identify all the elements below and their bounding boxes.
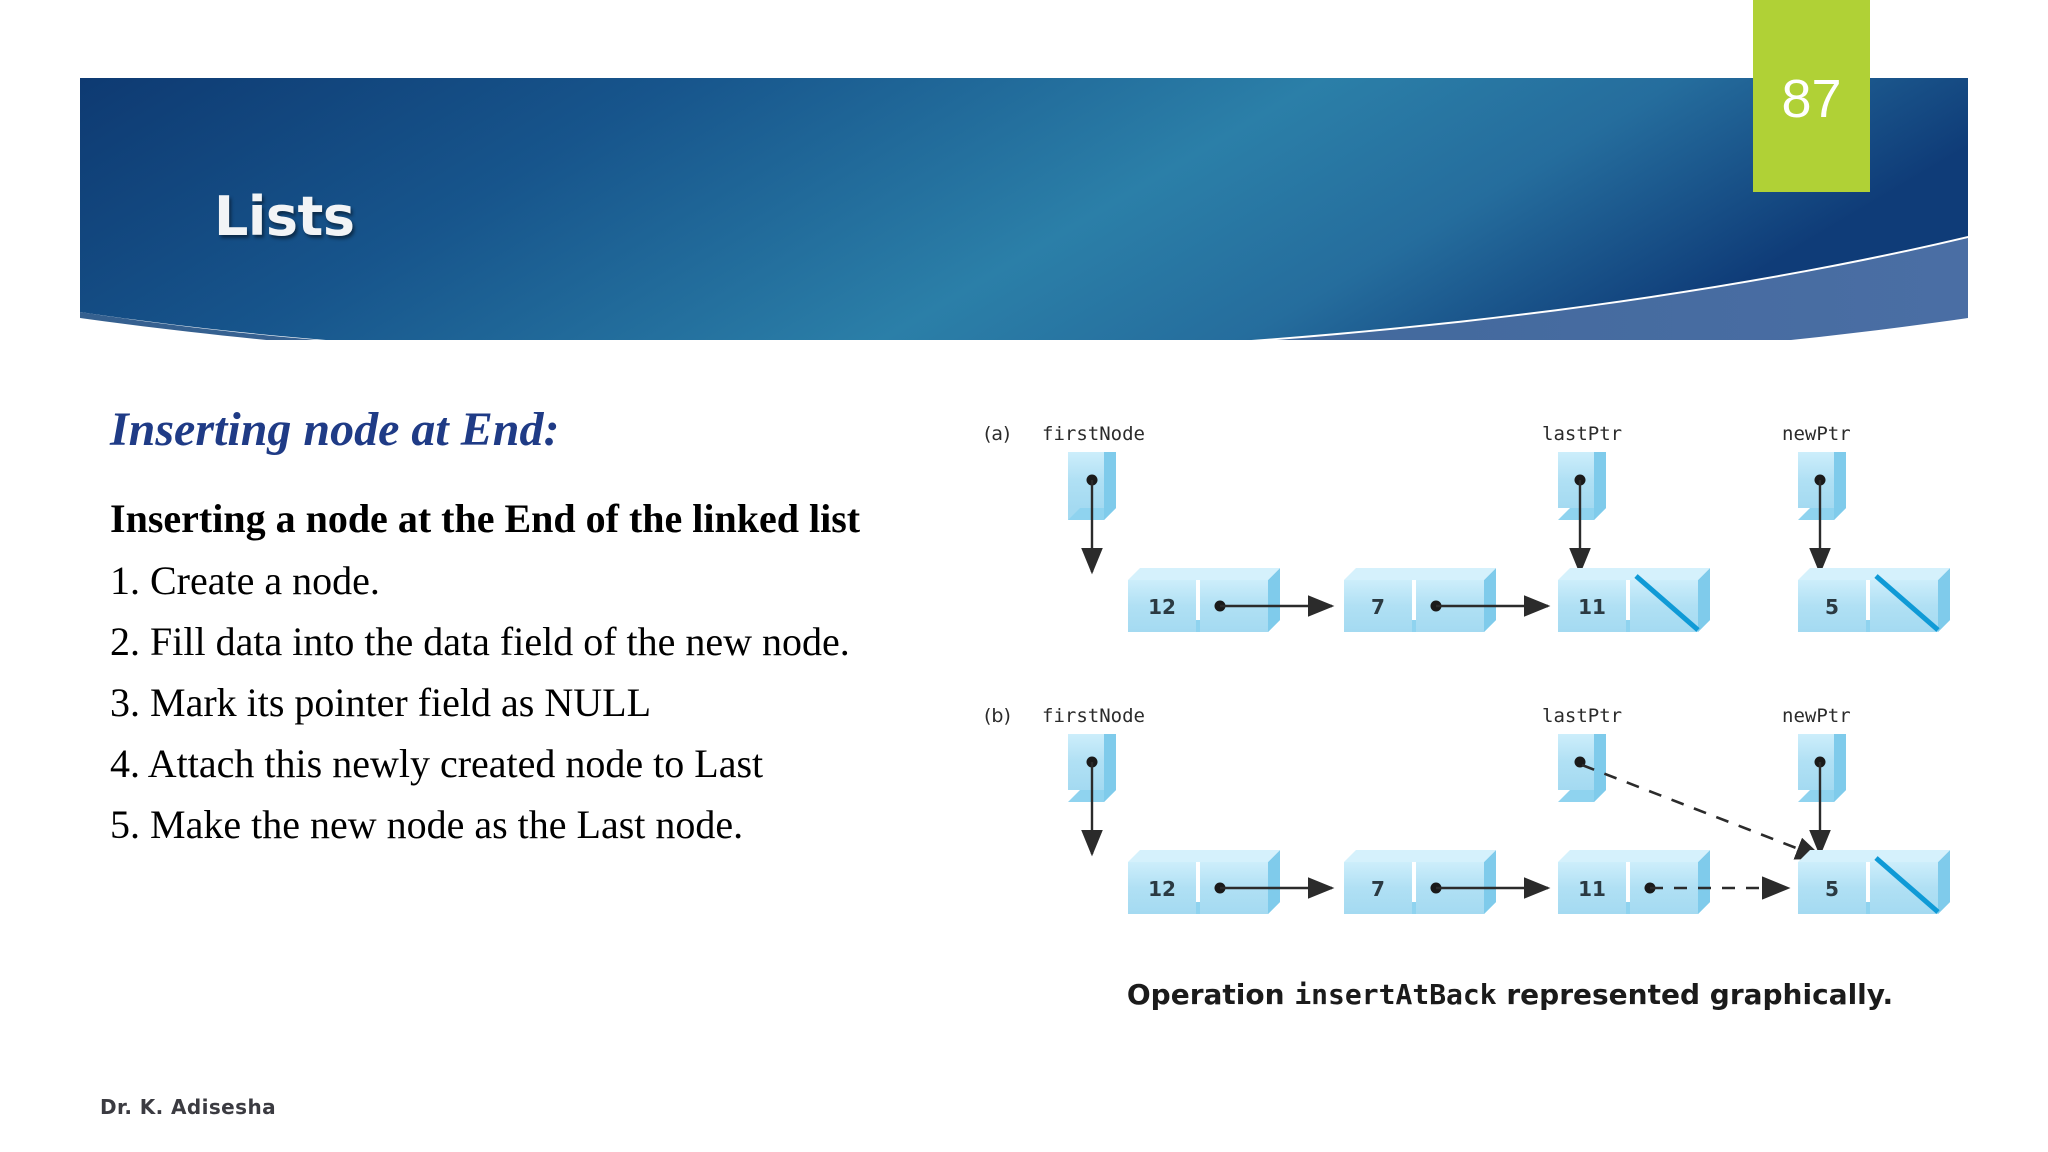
node-value-5-a: 5 bbox=[1825, 595, 1839, 619]
caption-prefix: Operation bbox=[1126, 978, 1295, 1011]
banner-shape bbox=[80, 78, 1968, 340]
pointer-box-lastptr-a bbox=[1558, 452, 1606, 520]
banner-body bbox=[80, 78, 1968, 340]
pointer-arrow-lastptr-b bbox=[1581, 763, 1825, 860]
pointer-label-firstnode-a: firstNode bbox=[1042, 423, 1145, 445]
node-12-b: 12 bbox=[1128, 850, 1280, 914]
node-12-a: 12 bbox=[1128, 568, 1280, 632]
node-7-b: 7 bbox=[1344, 850, 1496, 914]
node-7-a: 7 bbox=[1344, 568, 1496, 632]
pointer-box-lastptr-b bbox=[1558, 734, 1606, 802]
figure-panel-a: (a) firstNode lastPtr newPtr bbox=[984, 423, 1950, 632]
node-value-12-b: 12 bbox=[1148, 877, 1176, 901]
slide-number-text: 87 bbox=[1781, 69, 1842, 129]
null-slash-icon-5-b bbox=[1874, 856, 1940, 914]
figure-caption: Operation insertAtBack represented graph… bbox=[980, 978, 2040, 1011]
caption-suffix: represented graphically. bbox=[1496, 978, 1894, 1011]
step-5: 5. Make the new node as the Last node. bbox=[110, 802, 744, 847]
pointer-label-lastptr-a: lastPtr bbox=[1542, 423, 1622, 445]
null-slash-icon-5-a bbox=[1874, 574, 1940, 632]
pointer-label-newptr-a: newPtr bbox=[1782, 423, 1851, 445]
node-value-12-a: 12 bbox=[1148, 595, 1176, 619]
step-4: 4. Attach this newly created node to Las… bbox=[110, 741, 764, 786]
node-value-11-a: 11 bbox=[1578, 595, 1606, 619]
content-body: Inserting a node at the End of the linke… bbox=[110, 488, 1070, 855]
body-lead-line: Inserting a node at the End of the linke… bbox=[110, 496, 861, 541]
step-1: 1. Create a node. bbox=[110, 558, 380, 603]
figure-panel-b: (b) firstNode lastPtr newPtr bbox=[984, 705, 1950, 914]
page-title: Lists bbox=[214, 185, 355, 248]
linked-list-figure: (a) firstNode lastPtr newPtr bbox=[980, 420, 2040, 1060]
node-11-b: 11 bbox=[1558, 850, 1710, 914]
step-3: 3. Mark its pointer field as NULL bbox=[110, 680, 651, 725]
panel-b-label: (b) bbox=[984, 705, 1011, 727]
pointer-label-firstnode-b: firstNode bbox=[1042, 705, 1145, 727]
node-value-7-b: 7 bbox=[1371, 877, 1385, 901]
pointer-box-firstnode-b bbox=[1068, 734, 1116, 802]
linked-list-diagram: (a) firstNode lastPtr newPtr bbox=[984, 423, 1950, 914]
node-value-7-a: 7 bbox=[1371, 595, 1385, 619]
pointer-label-newptr-b: newPtr bbox=[1782, 705, 1851, 727]
caption-code: insertAtBack bbox=[1294, 978, 1497, 1011]
panel-a-label: (a) bbox=[984, 423, 1010, 445]
node-5-a: 5 bbox=[1798, 568, 1950, 632]
pointer-box-newptr-a bbox=[1798, 452, 1846, 520]
pointer-label-lastptr-b: lastPtr bbox=[1542, 705, 1622, 727]
pointer-box-newptr-b bbox=[1798, 734, 1846, 802]
pointer-box-firstnode-a bbox=[1068, 452, 1116, 520]
section-heading: Inserting node at End: bbox=[110, 403, 560, 456]
null-slash-icon-11-a bbox=[1634, 574, 1700, 632]
slide-header-banner: Lists 87 bbox=[0, 0, 2048, 340]
footer-author: Dr. K. Adisesha bbox=[100, 1095, 276, 1119]
node-11-a: 11 bbox=[1558, 568, 1710, 632]
node-value-11-b: 11 bbox=[1578, 877, 1606, 901]
node-value-5-b: 5 bbox=[1825, 877, 1839, 901]
node-5-b: 5 bbox=[1798, 850, 1950, 914]
step-2: 2. Fill data into the data field of the … bbox=[110, 619, 850, 664]
slide-number-badge: 87 bbox=[1753, 0, 1870, 192]
banner-swoosh-tail bbox=[80, 238, 1968, 340]
